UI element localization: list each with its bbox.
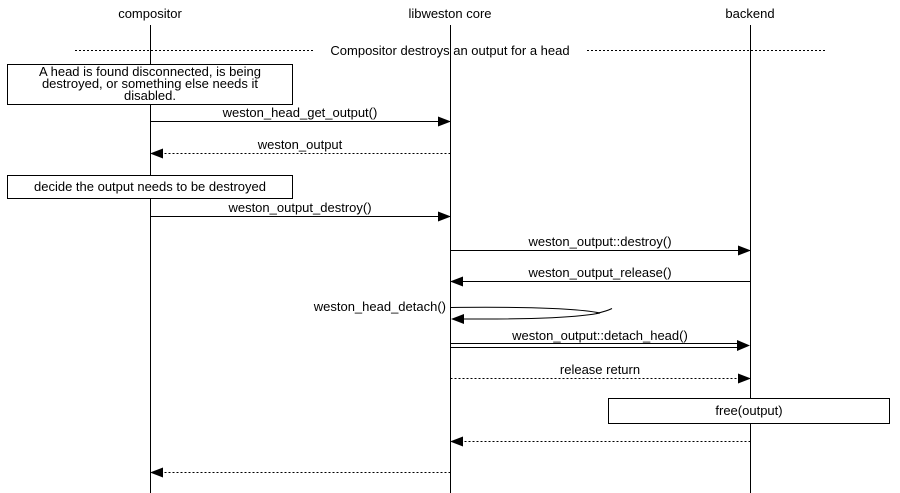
note-head-disconnected: A head is found disconnected, is being d…: [7, 64, 293, 105]
note-line: destroyed, or something else needs it: [42, 76, 258, 91]
note-box: [7, 64, 293, 105]
note-line: A head is found disconnected, is being: [39, 64, 261, 79]
message-weston-head-detach-self: weston_head_detach(): [313, 299, 613, 324]
message-label: weston_output_destroy(): [227, 200, 371, 215]
message-label: weston_head_detach(): [313, 299, 446, 314]
message-weston-output-destroy-vfunc: weston_output::destroy(): [450, 234, 751, 256]
divider-label: Compositor destroys an output for a head: [330, 43, 569, 58]
note-line: disabled.: [124, 88, 176, 103]
self-message-arrowhead: [451, 314, 464, 324]
actor-label-libweston-core: libweston core: [408, 6, 491, 21]
message-weston-output-release: weston_output_release(): [450, 265, 751, 287]
note-line: free(output): [715, 403, 782, 418]
message-label: weston_head_get_output(): [222, 105, 378, 120]
self-message-loop: [450, 306, 601, 320]
message-label: weston_output::destroy(): [527, 234, 671, 249]
actor-label-compositor: compositor: [118, 6, 182, 21]
message-label: release return: [560, 362, 640, 377]
message-weston-head-get-output: weston_head_get_output(): [150, 105, 451, 127]
message-label: weston_output: [257, 137, 343, 152]
note-box: [7, 175, 293, 199]
actor-label-backend: backend: [725, 6, 774, 21]
note-box: [608, 398, 890, 424]
divider: Compositor destroys an output for a head: [75, 43, 825, 58]
message-weston-output-detach-head: weston_output::detach_head(): [450, 328, 750, 351]
self-message-loop-tip: [595, 308, 613, 314]
message-weston-output-return: weston_output: [150, 137, 451, 159]
message-arrowhead: [737, 340, 750, 351]
message-label: weston_output::detach_head(): [511, 328, 688, 343]
message-release-return: release return: [450, 362, 751, 384]
note-line: decide the output needs to be destroyed: [34, 179, 266, 194]
note-decide-destroy: decide the output needs to be destroyed: [7, 175, 293, 199]
note-free-output: free(output): [608, 398, 890, 424]
message-weston-output-destroy: weston_output_destroy(): [150, 200, 451, 222]
message-label: weston_output_release(): [527, 265, 671, 280]
